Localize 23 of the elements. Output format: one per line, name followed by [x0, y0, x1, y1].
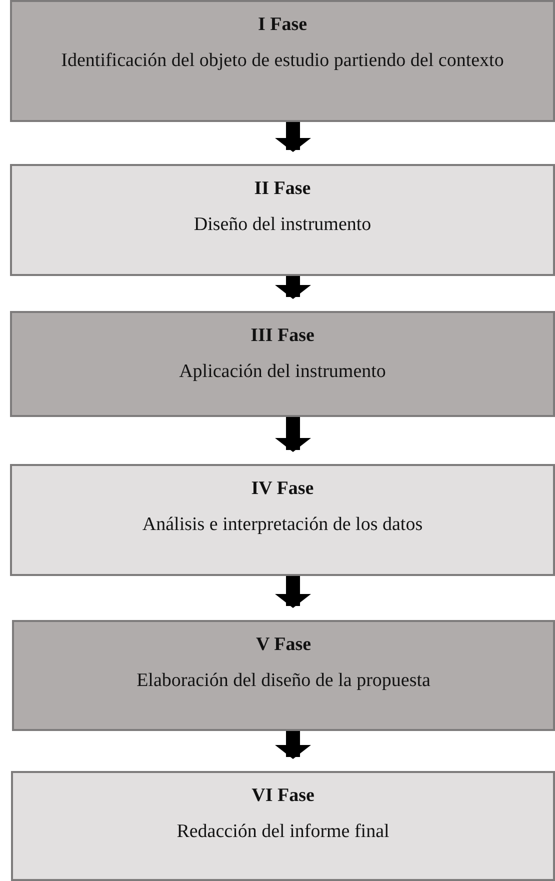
process-box: [11, 771, 555, 881]
arrow: [275, 122, 311, 152]
phase-title: IV Fase: [250, 478, 315, 500]
phase-description: Diseño del instrumento: [192, 214, 372, 237]
arrow: [275, 731, 311, 759]
process-box: [12, 620, 555, 731]
phase-title: VI Fase: [250, 785, 316, 807]
phase-description: Redacción del informe final: [176, 821, 390, 844]
phase-title: II Fase: [253, 178, 312, 200]
process-box: [10, 164, 555, 276]
phase-description: Elaboración del diseño de la propuesta: [136, 670, 432, 693]
phase-title: V Fase: [254, 634, 312, 656]
process-box: [10, 311, 555, 417]
process-box: [10, 464, 555, 576]
phase-title: III Fase: [250, 325, 316, 347]
arrow: [275, 276, 311, 299]
phase-description: Aplicación del instrumento: [178, 361, 387, 384]
process-box: [10, 0, 555, 122]
arrow: [275, 417, 311, 452]
phase-description: Identificación del objeto de estudio partiendo del contexto: [60, 50, 505, 73]
arrow: [275, 576, 311, 608]
phase-description: Análisis e interpretación de los datos: [141, 514, 424, 537]
phase-title: I Fase: [256, 14, 308, 36]
